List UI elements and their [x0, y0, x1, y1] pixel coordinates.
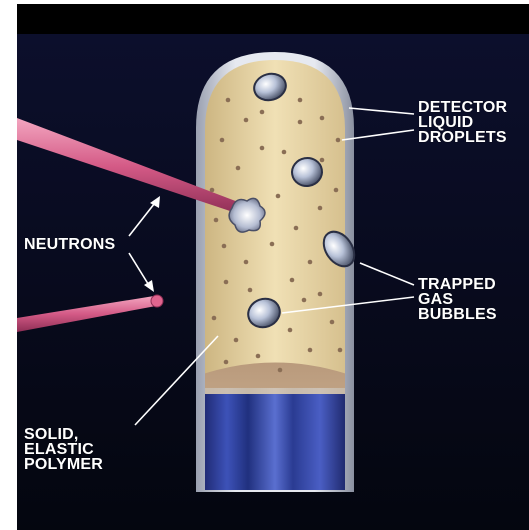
label-line: ELASTIC	[24, 442, 103, 457]
liquid-droplet	[334, 188, 339, 193]
liquid-droplet	[276, 194, 281, 199]
base-top-edge	[200, 388, 350, 394]
liquid-droplet	[302, 298, 307, 303]
liquid-droplet	[308, 348, 313, 353]
liquid-droplet	[236, 166, 241, 171]
liquid-droplet	[278, 368, 283, 373]
liquid-droplet	[282, 150, 287, 155]
liquid-droplet	[330, 320, 335, 325]
liquid-droplet	[320, 158, 325, 163]
label-line: NEUTRONS	[24, 237, 115, 252]
neutron-particle	[151, 295, 163, 307]
liquid-droplet	[244, 260, 249, 265]
label-line: LIQUID	[418, 115, 507, 130]
liquid-droplet	[338, 348, 343, 353]
liquid-droplet	[222, 244, 227, 249]
liquid-droplet	[318, 292, 323, 297]
liquid-droplet	[260, 146, 265, 151]
liquid-droplet	[336, 138, 341, 143]
label-line: BUBBLES	[418, 307, 497, 322]
liquid-droplet	[308, 260, 313, 265]
liquid-droplet	[260, 110, 265, 115]
label-detector-droplets: DETECTOR LIQUID DROPLETS	[418, 100, 507, 145]
liquid-droplet	[320, 116, 325, 121]
label-neutrons: NEUTRONS	[24, 237, 115, 252]
liquid-droplet	[318, 206, 323, 211]
vial-interior	[200, 55, 350, 500]
liquid-droplet	[288, 328, 293, 333]
liquid-droplet	[256, 354, 261, 359]
label-line: DROPLETS	[418, 130, 507, 145]
label-solid-elastic-polymer: SOLID, ELASTIC POLYMER	[24, 427, 103, 472]
liquid-droplet	[298, 120, 303, 125]
liquid-droplet	[212, 316, 217, 321]
label-line: GAS	[418, 292, 497, 307]
liquid-droplet	[224, 360, 229, 365]
liquid-droplet	[234, 338, 239, 343]
liquid-droplet	[226, 98, 231, 103]
label-line: TRAPPED	[418, 277, 497, 292]
liquid-droplet	[220, 138, 225, 143]
liquid-droplet	[290, 278, 295, 283]
vial-base-liquid	[200, 388, 350, 498]
liquid-droplet	[294, 226, 299, 231]
liquid-droplet	[214, 218, 219, 223]
label-line: DETECTOR	[418, 100, 507, 115]
liquid-droplet	[224, 280, 229, 285]
liquid-droplet	[298, 98, 303, 103]
label-line: POLYMER	[24, 457, 103, 472]
label-line: SOLID,	[24, 427, 103, 442]
liquid-droplet	[270, 242, 275, 247]
label-trapped-gas-bubbles: TRAPPED GAS BUBBLES	[418, 277, 497, 322]
liquid-droplet	[244, 118, 249, 123]
liquid-droplet	[210, 188, 215, 193]
top-black-band	[17, 4, 529, 34]
liquid-droplet	[248, 288, 253, 293]
